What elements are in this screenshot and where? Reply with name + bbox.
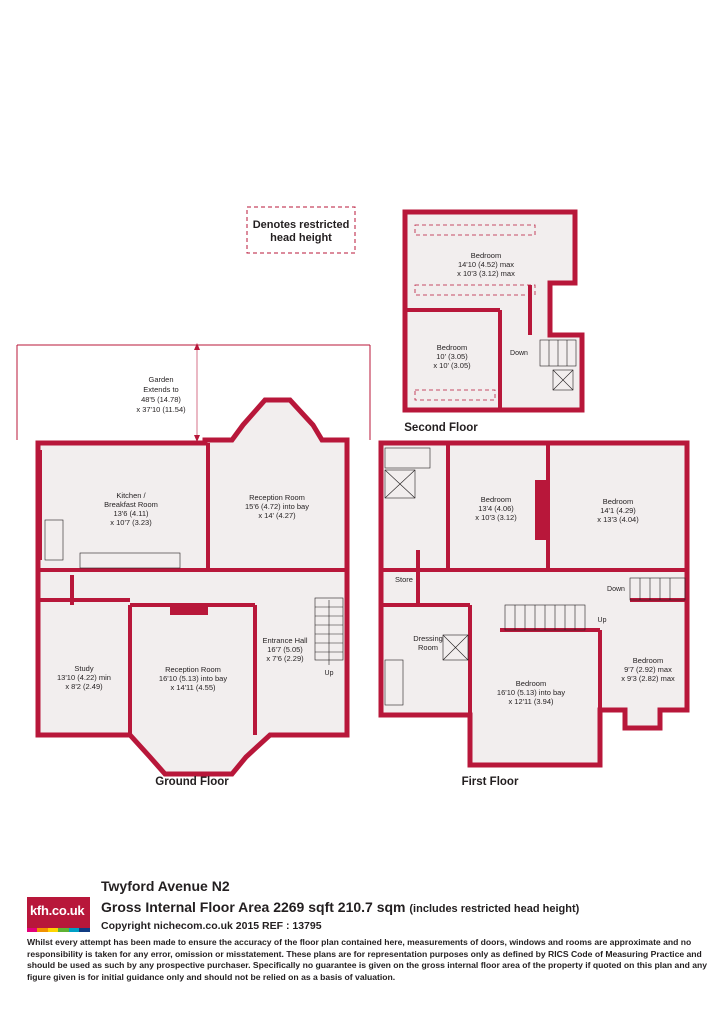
room-entrance-hall: Entrance Hall 16'7 (5.05) x 7'6 (2.29) <box>262 636 307 663</box>
room-bedroom-rear-right: Bedroom 14'1 (4.29) x 13'3 (4.04) <box>597 497 639 524</box>
svg-text:x 14' (4.27): x 14' (4.27) <box>258 511 296 520</box>
svg-text:Bedroom: Bedroom <box>471 251 501 260</box>
svg-text:Entrance Hall: Entrance Hall <box>262 636 307 645</box>
svg-text:x 10'3 (3.12) max: x 10'3 (3.12) max <box>457 269 515 278</box>
property-title: Twyford Avenue N2 <box>101 878 230 894</box>
svg-text:x 10' (3.05): x 10' (3.05) <box>433 361 471 370</box>
room-bedroom-mid: Bedroom 13'4 (4.06) x 10'3 (3.12) <box>475 495 517 522</box>
garden-label: Garden <box>148 375 173 384</box>
room-bedroom-small: Bedroom 9'7 (2.92) max x 9'3 (2.82) max <box>621 656 675 683</box>
room-reception-front: Reception Room 16'10 (5.13) into bay x 1… <box>159 665 227 692</box>
room-store: Store <box>395 575 413 584</box>
svg-text:Bedroom: Bedroom <box>516 679 546 688</box>
svg-text:13'10 (4.22) min: 13'10 (4.22) min <box>57 673 111 682</box>
logo-stripe <box>27 928 38 932</box>
room-bedroom-top: Bedroom 14'10 (4.52) max x 10'3 (3.12) m… <box>457 251 515 278</box>
svg-text:9'7 (2.92) max: 9'7 (2.92) max <box>624 665 672 674</box>
logo-stripe <box>48 928 59 932</box>
logo-stripe <box>69 928 80 932</box>
svg-text:16'7 (5.05): 16'7 (5.05) <box>267 645 303 654</box>
svg-text:Bedroom: Bedroom <box>633 656 663 665</box>
first-floor-label: First Floor <box>462 776 519 788</box>
logo-stripe <box>37 928 48 932</box>
svg-text:x 10'3 (3.12): x 10'3 (3.12) <box>475 513 517 522</box>
floor-area-note: (includes restricted head height) <box>409 903 580 915</box>
svg-text:Bedroom: Bedroom <box>603 497 633 506</box>
second-floor-plan: Down Bedroom 14'10 (4.52) max x 10'3 (3.… <box>402 209 585 434</box>
logo-stripe <box>58 928 69 932</box>
garden-line1: Extends to <box>143 385 178 394</box>
svg-text:x 7'6 (2.29): x 7'6 (2.29) <box>266 654 304 663</box>
svg-text:x 13'3 (4.04): x 13'3 (4.04) <box>597 515 639 524</box>
logo-stripe <box>79 928 90 932</box>
room-bedroom-front: Bedroom 16'10 (5.13) into bay x 12'11 (3… <box>497 679 565 706</box>
svg-text:x 10'7 (3.23): x 10'7 (3.23) <box>110 518 152 527</box>
svg-text:Bedroom: Bedroom <box>481 495 511 504</box>
copyright: Copyright nichecom.co.uk 2015 REF : 1379… <box>101 920 322 932</box>
svg-text:14'1 (4.29): 14'1 (4.29) <box>600 506 636 515</box>
ground-floor-label: Ground Floor <box>155 776 229 788</box>
svg-text:15'6 (4.72) into bay: 15'6 (4.72) into bay <box>245 502 309 511</box>
floor-plans: Denotes restricted head height Garden Ex… <box>16 206 690 788</box>
svg-text:Bedroom: Bedroom <box>437 343 467 352</box>
svg-text:Room: Room <box>418 643 438 652</box>
svg-text:14'10 (4.52) max: 14'10 (4.52) max <box>458 260 514 269</box>
floor-area-main: Gross Internal Floor Area 2269 sqft 210.… <box>101 899 406 915</box>
first-up-label: Up <box>598 617 607 624</box>
room-reception-rear: Reception Room 15'6 (4.72) into bay x 14… <box>245 493 309 520</box>
svg-text:16'10 (5.13) into bay: 16'10 (5.13) into bay <box>159 674 227 683</box>
svg-text:13'6 (4.11): 13'6 (4.11) <box>113 509 149 518</box>
legend-line-2: head height <box>270 232 332 244</box>
logo-text: kfh.co.uk <box>30 903 85 918</box>
svg-text:Store: Store <box>395 575 413 584</box>
room-bedroom-lower: Bedroom 10' (3.05) x 10' (3.05) <box>433 343 471 370</box>
svg-text:Breakfast Room: Breakfast Room <box>104 500 158 509</box>
floor-area: Gross Internal Floor Area 2269 sqft 210.… <box>101 899 579 915</box>
svg-text:Dressing: Dressing <box>413 634 443 643</box>
garden-line2: 48'5 (14.78) <box>141 395 181 404</box>
room-study: Study 13'10 (4.22) min x 8'2 (2.49) <box>57 664 111 691</box>
svg-text:Reception Room: Reception Room <box>165 665 221 674</box>
svg-text:Reception Room: Reception Room <box>249 493 305 502</box>
svg-text:x 8'2 (2.49): x 8'2 (2.49) <box>65 682 103 691</box>
svg-text:Kitchen /: Kitchen / <box>116 491 146 500</box>
ground-up-label: Up <box>325 670 334 677</box>
svg-text:Study: Study <box>74 664 93 673</box>
room-dressing: Dressing Room <box>413 634 443 652</box>
svg-text:x 12'11 (3.94): x 12'11 (3.94) <box>508 697 554 706</box>
second-floor-label: Second Floor <box>404 422 478 434</box>
svg-text:10' (3.05): 10' (3.05) <box>436 352 468 361</box>
garden-dimension: Garden Extends to 48'5 (14.78) x 37'10 (… <box>16 343 371 442</box>
svg-text:16'10 (5.13) into bay: 16'10 (5.13) into bay <box>497 688 565 697</box>
kfh-logo: kfh.co.uk <box>27 897 90 932</box>
legend-line-1: Denotes restricted <box>253 219 350 231</box>
svg-text:13'4 (4.06): 13'4 (4.06) <box>478 504 514 513</box>
restricted-height-legend: Denotes restricted head height <box>246 206 356 254</box>
svg-text:x 9'3 (2.82) max: x 9'3 (2.82) max <box>621 674 675 683</box>
room-kitchen: Kitchen / Breakfast Room 13'6 (4.11) x 1… <box>104 491 158 527</box>
first-down-label: Down <box>607 586 625 593</box>
second-down-label: Down <box>510 350 528 357</box>
disclaimer: Whilst every attempt has been made to en… <box>27 937 708 982</box>
first-floor-plan: Down Up Bedroom 13'4 (4.06) x 10'3 (3.12… <box>378 440 690 788</box>
svg-text:x 14'11 (4.55): x 14'11 (4.55) <box>170 683 216 692</box>
ground-floor-plan: Up Kitchen / Breakfast Room 13'6 (4.11) … <box>35 397 350 788</box>
garden-line3: x 37'10 (11.54) <box>136 405 186 414</box>
